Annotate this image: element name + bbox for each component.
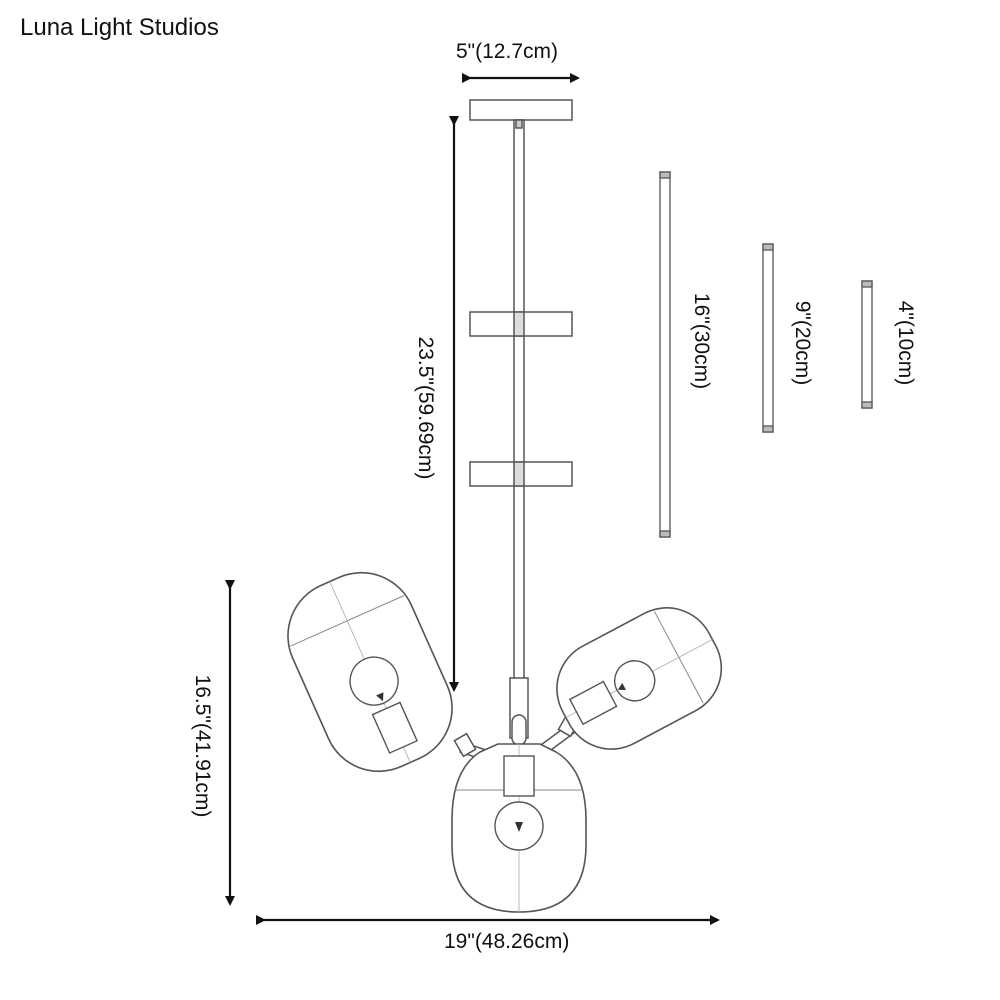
extension-rod-4in-label: 4"(10cm) — [894, 300, 917, 386]
shade-right — [556, 607, 723, 750]
brand-name: Luna Light Studios — [20, 14, 219, 41]
rod-disc-upper — [469, 311, 573, 337]
extension-rod-9in-label: 9"(20cm) — [791, 300, 814, 386]
shade-bottom — [451, 743, 587, 913]
rod-length-label: 23.5"(59.69cm) — [414, 336, 437, 480]
fixture-hub — [509, 677, 529, 746]
canopy-width-label: 5"(12.7cm) — [456, 40, 558, 63]
shade-height-label: 16.5"(41.91cm) — [191, 674, 214, 818]
extension-rod-16in-label: 16"(30cm) — [690, 292, 713, 390]
shade-left — [287, 571, 453, 773]
canopy — [469, 99, 573, 121]
overall-width-label: 19"(48.26cm) — [444, 930, 570, 953]
extension-rod-4in — [861, 280, 873, 409]
downrod — [513, 119, 525, 681]
rod-disc-lower — [469, 461, 573, 487]
extension-rod-16in — [659, 171, 671, 538]
extension-rod-9in — [762, 243, 774, 433]
